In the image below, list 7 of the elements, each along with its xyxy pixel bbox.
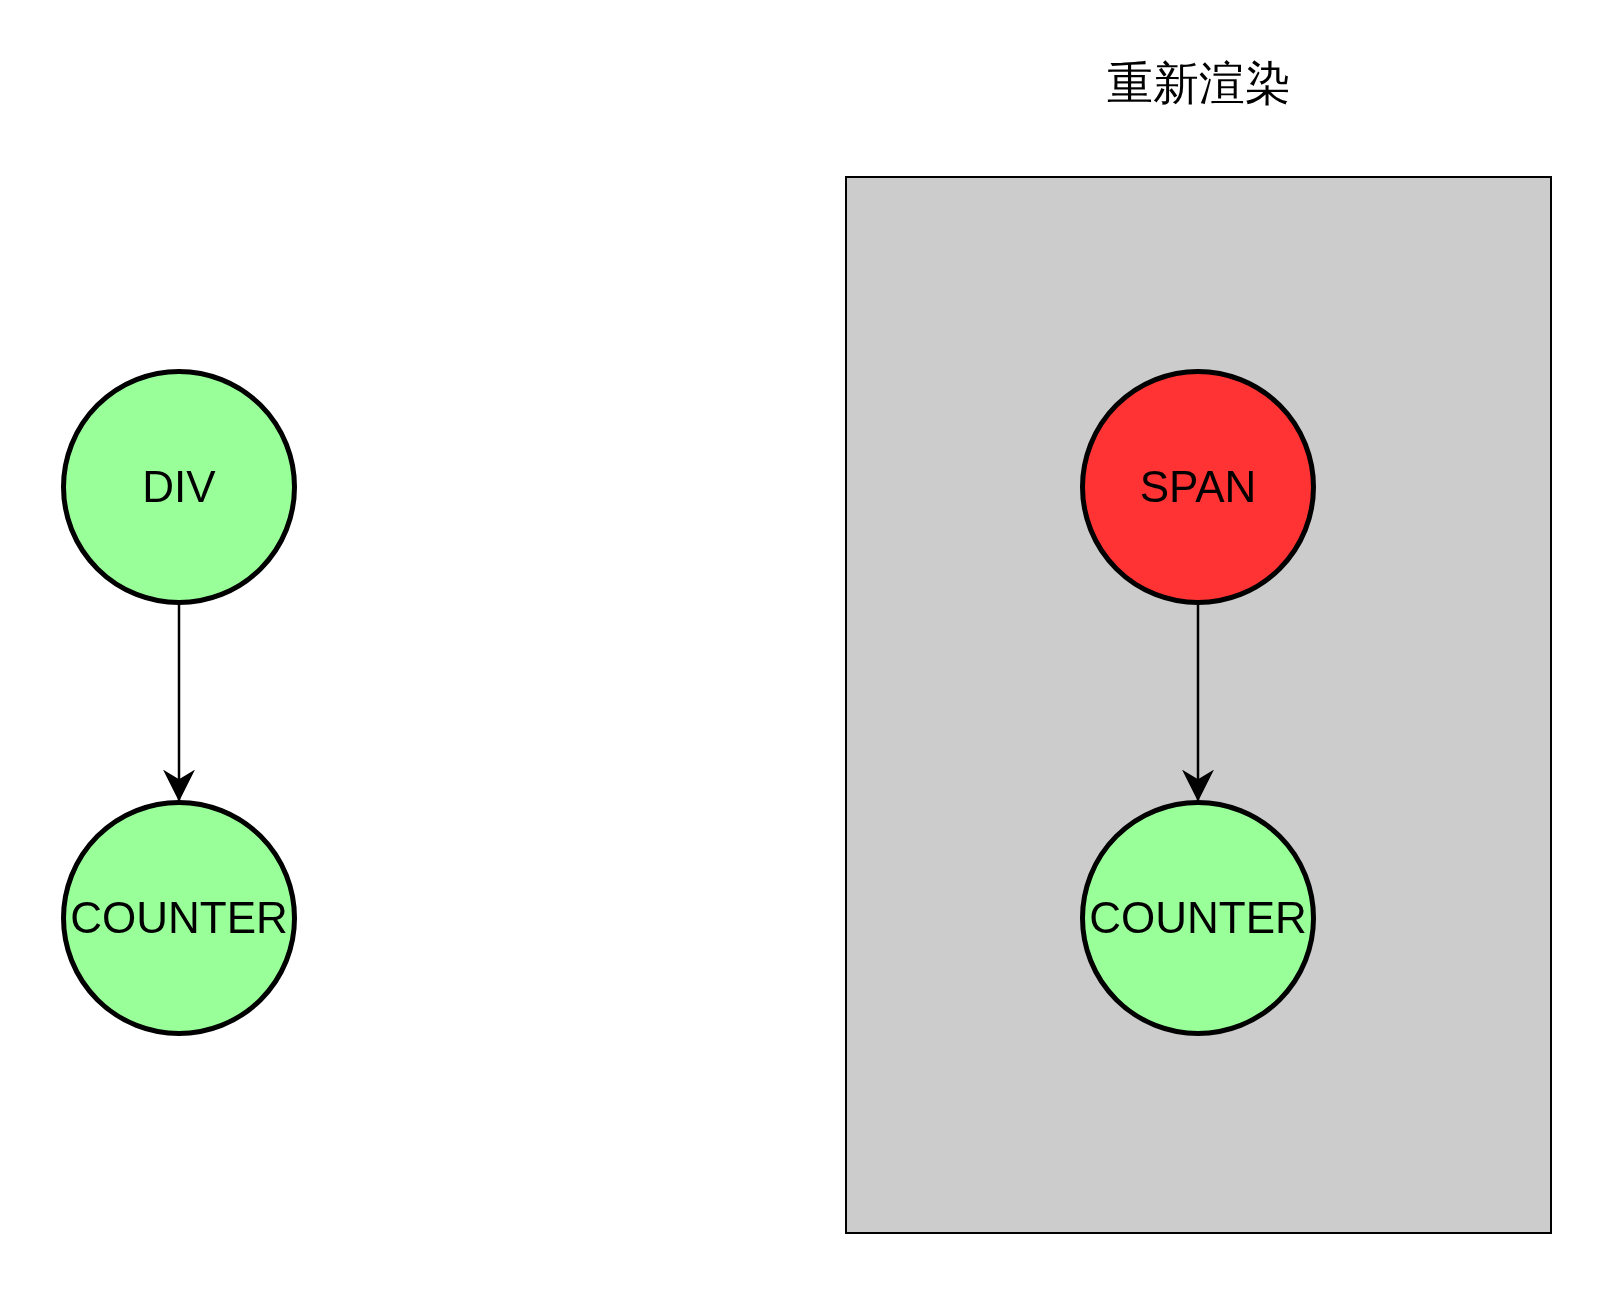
arrow	[1182, 605, 1214, 802]
node-label: SPAN	[1139, 462, 1257, 512]
arrow	[163, 605, 195, 802]
node-label: DIV	[142, 462, 216, 512]
panel-title: 重新渲染	[1106, 55, 1291, 112]
node-label: COUNTER	[70, 893, 288, 943]
node-label: COUNTER	[1089, 893, 1307, 943]
